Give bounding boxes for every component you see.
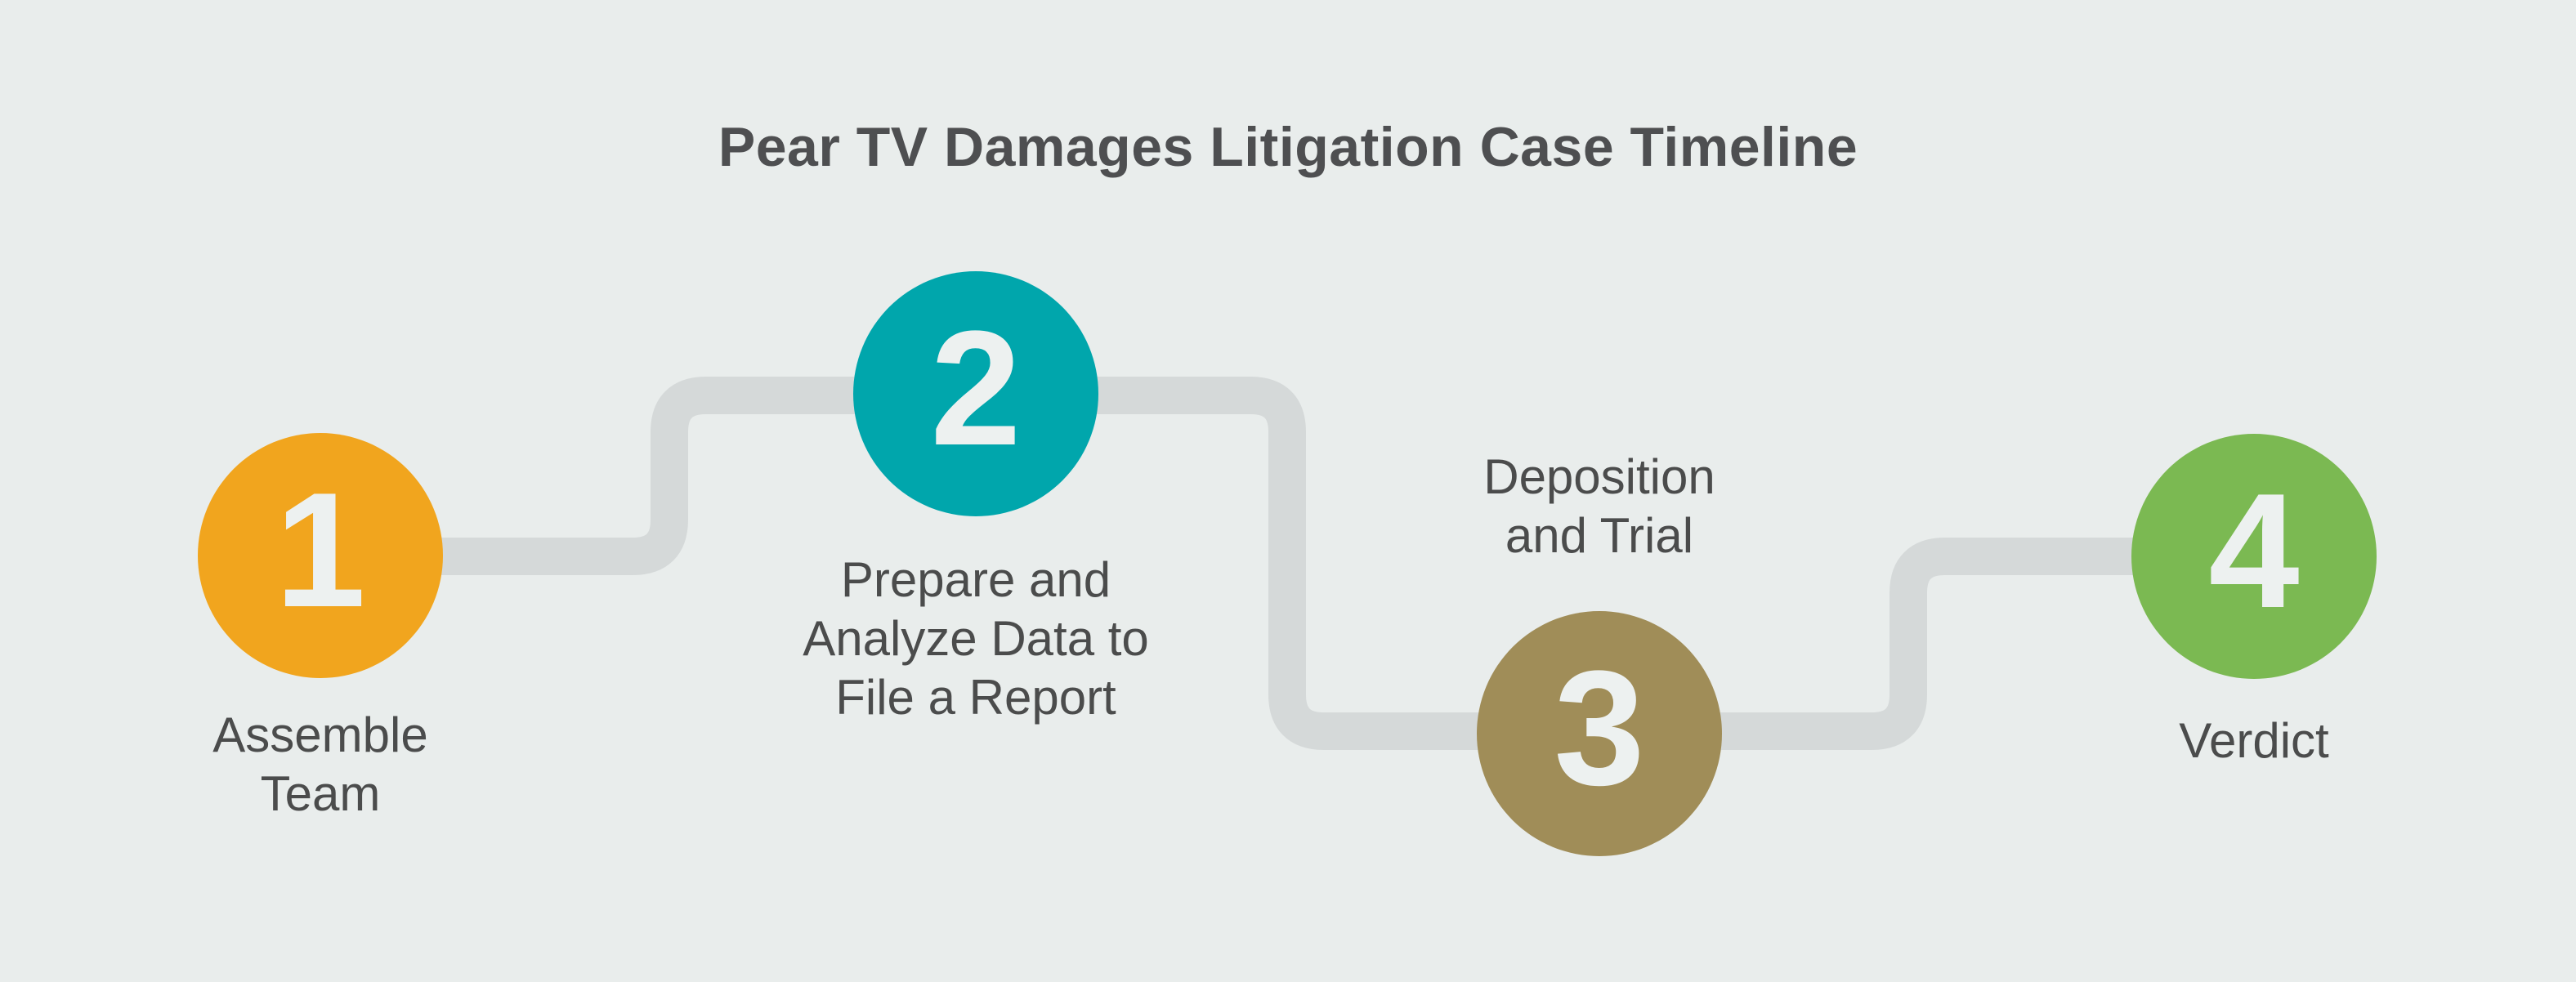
- step-4-label: Verdict: [2179, 713, 2329, 768]
- step-2-number: 2: [930, 297, 1022, 480]
- step-1-number: 1: [275, 459, 366, 641]
- step-4-circle: 4: [2131, 434, 2377, 679]
- page-title: Pear TV Damages Litigation Case Timeline: [718, 116, 1858, 178]
- step-2-circle: 2: [853, 271, 1098, 516]
- step-3-number: 3: [1554, 637, 1645, 819]
- step-1-circle: 1: [198, 433, 443, 678]
- step-3-label: Deposition and Trial: [1483, 449, 1715, 563]
- step-3-circle: 3: [1477, 611, 1722, 856]
- step-2-label: Prepare and Analyze Data to File a Repor…: [803, 552, 1149, 725]
- connector-line: [320, 377, 2254, 750]
- step-1-label: Assemble Team: [212, 707, 428, 821]
- step-4-number: 4: [2208, 460, 2300, 642]
